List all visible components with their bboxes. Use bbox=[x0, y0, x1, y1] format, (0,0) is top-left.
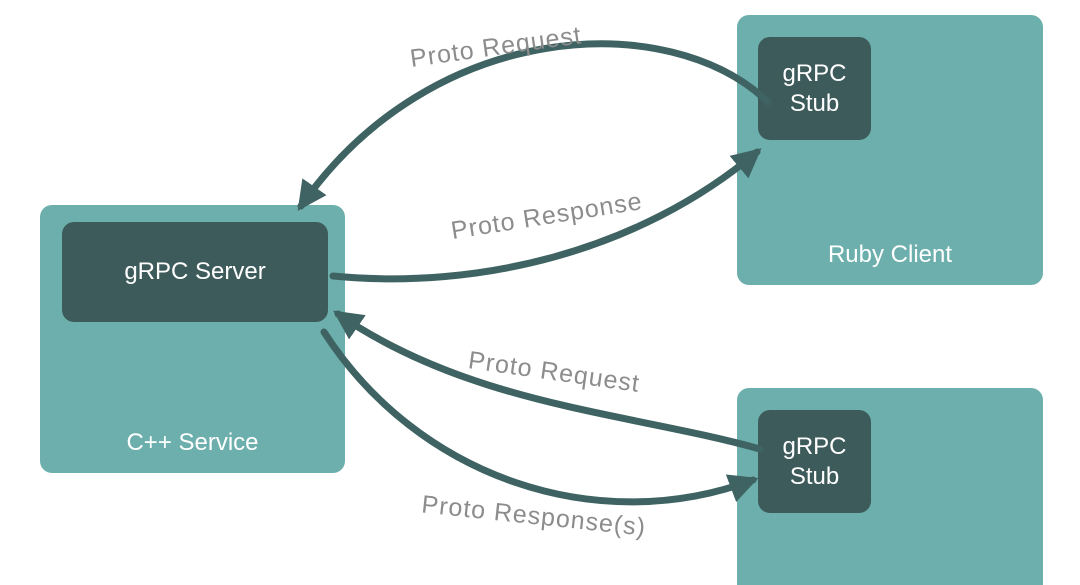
label-proto-request-top: Proto Request bbox=[408, 21, 583, 73]
cpp-service-title: C++ Service bbox=[126, 429, 259, 456]
grpc-server-node: gRPC Server bbox=[62, 222, 328, 322]
grpc-server-label: gRPC Server bbox=[124, 258, 266, 285]
cpp-service-box: gRPC Server C++ Service bbox=[40, 205, 345, 473]
ruby-client-box: gRPC Stub Ruby Client bbox=[737, 15, 1043, 285]
ruby-grpc-stub-node: gRPC Stub bbox=[758, 37, 871, 140]
label-proto-response-bottom: Proto Response(s) bbox=[420, 490, 647, 541]
arrow-proto-request-top bbox=[297, 40, 772, 211]
arrow-proto-response-bottom bbox=[320, 328, 759, 506]
arrow-proto-request-bottom bbox=[333, 310, 764, 453]
ruby-client-title: Ruby Client bbox=[827, 241, 953, 268]
second-grpc-stub-label: gRPC Stub bbox=[782, 432, 847, 490]
ruby-grpc-stub-label: gRPC Stub bbox=[782, 59, 847, 117]
label-proto-response-top: Proto Response bbox=[449, 187, 644, 245]
second-client-box: gRPC Stub bbox=[737, 388, 1043, 585]
label-proto-request-bottom: Proto Request bbox=[467, 346, 642, 398]
arrow-proto-response-top bbox=[329, 148, 762, 283]
second-grpc-stub-node: gRPC Stub bbox=[758, 410, 871, 513]
